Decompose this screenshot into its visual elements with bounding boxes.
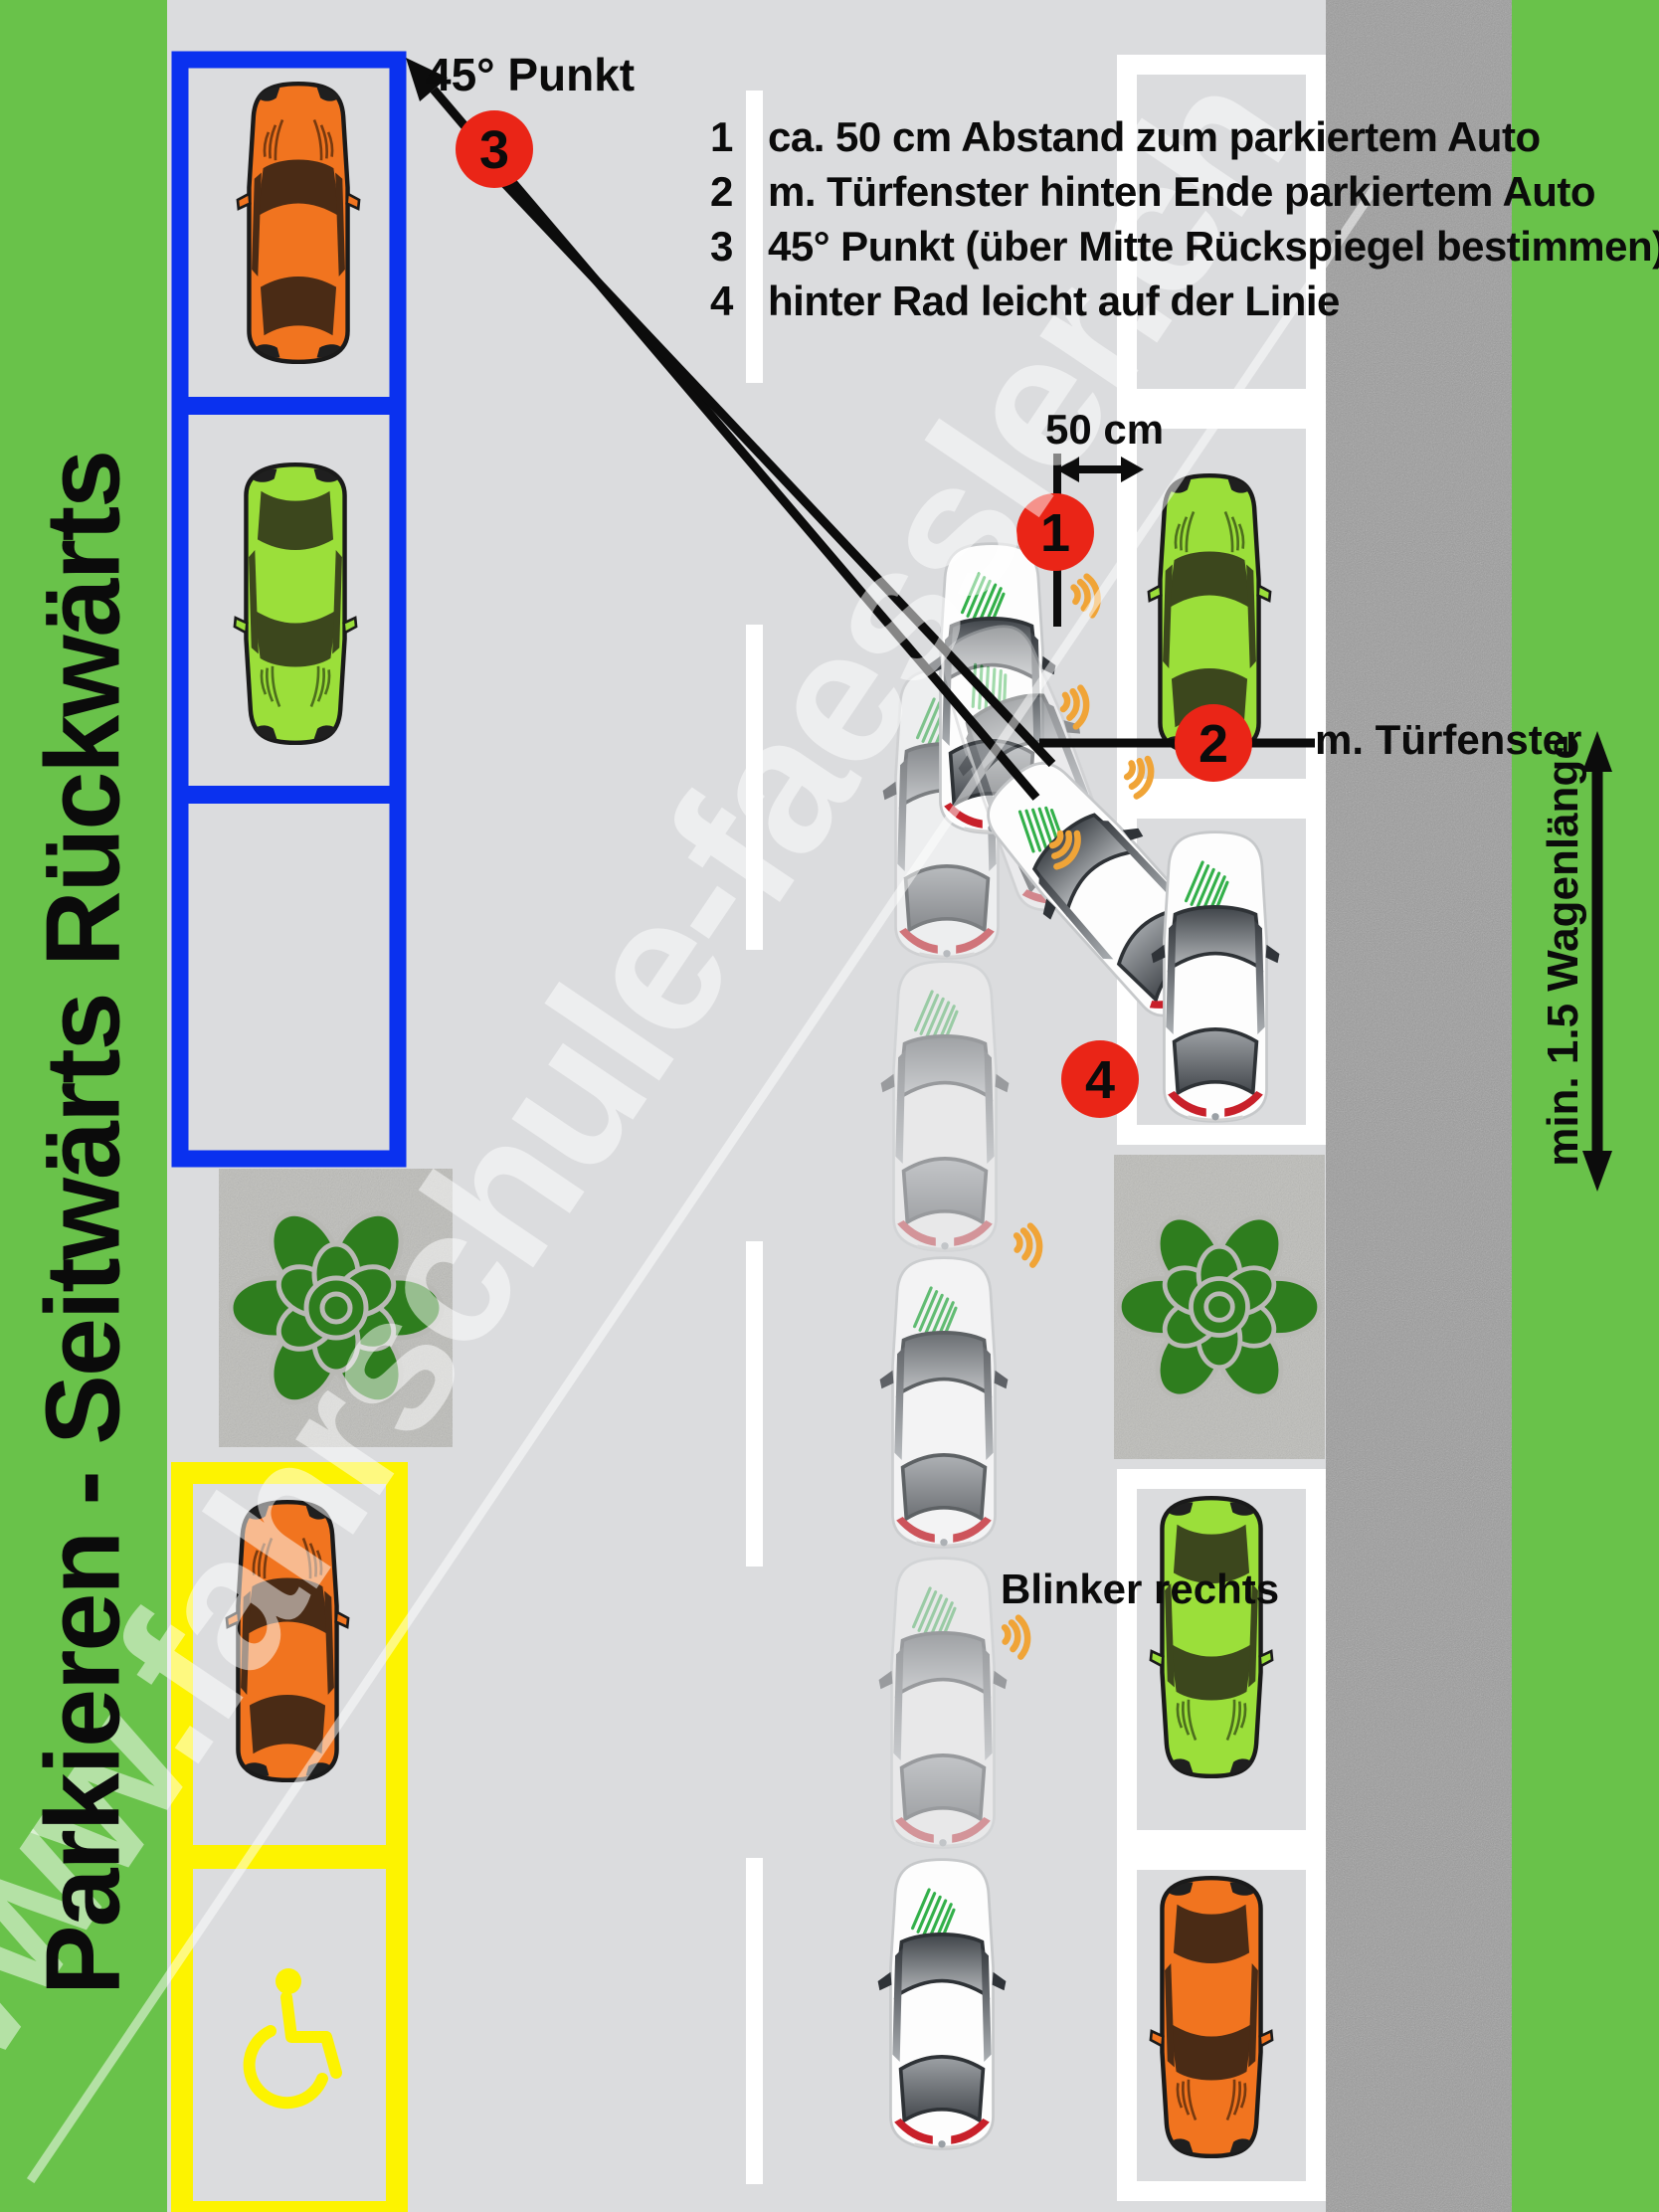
label-blinker-rechts: Blinker rechts <box>1001 1566 1280 1612</box>
step-markers: 1 2 3 4 <box>456 110 1252 1118</box>
marker-number: 1 <box>1040 503 1070 563</box>
grass-strip-right <box>1512 0 1659 2212</box>
marker-number: 4 <box>1085 1050 1115 1110</box>
school-ghost-approach-3 <box>877 1255 1011 1550</box>
marker-number: 2 <box>1198 714 1228 774</box>
marker-circle <box>1061 1040 1139 1118</box>
school-ghost-approach-1 <box>875 1857 1009 2151</box>
center-lane-dashes <box>746 91 763 2184</box>
marker-3: 3 <box>456 110 533 188</box>
bush-right <box>1114 1155 1325 1459</box>
car-orange-left-bottom <box>227 1502 348 1780</box>
marker-circle <box>1175 704 1252 782</box>
arrowhead-50cm-right <box>1121 457 1144 482</box>
legend-num: 1 <box>710 113 733 160</box>
marker-circle <box>1016 493 1094 571</box>
arrowhead-length-top <box>1582 731 1612 772</box>
asphalt-road <box>1326 0 1512 2212</box>
lane-dash <box>746 91 763 383</box>
yellow-parking-bay <box>171 1462 408 2212</box>
arrowhead-45deg <box>406 58 448 101</box>
legend-item-1: 1 ca. 50 cm Abstand zum parkiertem Auto <box>710 109 1659 164</box>
car-orange-left-top <box>238 84 359 362</box>
label-wagenlaenge: min. 1.5 Wagenlänge <box>1539 735 1587 1167</box>
arrowhead-50cm-left <box>1056 457 1079 482</box>
bush-left <box>219 1169 453 1447</box>
school-ghost-approach-4 <box>878 959 1012 1253</box>
legend-text: m. Türfenster hinten Ende parkiertem Aut… <box>768 168 1596 215</box>
marker-circle <box>456 110 533 188</box>
guide-lines <box>406 58 1612 1192</box>
marker-number: 3 <box>479 120 509 180</box>
school-car-parked-final <box>1149 830 1282 1124</box>
legend-text: hinter Rad leicht auf der Linie <box>768 277 1340 324</box>
lane-dash <box>746 1858 763 2184</box>
page-title: Parkieren - Seitwärts Rückwärts <box>24 451 142 1996</box>
grass-strip-left <box>0 0 167 2212</box>
marker-4: 4 <box>1061 1040 1139 1118</box>
marker-1: 1 <box>1016 493 1094 571</box>
legend-item-4: 4 hinter Rad leicht auf der Linie <box>710 274 1659 328</box>
car-green-right-bottom <box>1151 1498 1272 1776</box>
label-45-punkt: 45° Punkt <box>426 49 636 100</box>
right-parking-cells <box>1117 55 1326 2201</box>
legend-num: 2 <box>710 168 733 215</box>
legend-text: 45° Punkt (über Mitte Rückspiegel bestim… <box>768 223 1659 270</box>
legend-item-3: 3 45° Punkt (über Mitte Rückspiegel best… <box>710 219 1659 274</box>
legend-text: ca. 50 cm Abstand zum parkiertem Auto <box>768 113 1541 160</box>
school-ghost-approach-2 <box>876 1556 1010 1850</box>
car-green-left <box>235 464 356 743</box>
lane-dash <box>746 1241 763 1567</box>
legend-item-2: 2 m. Türfenster hinten Ende parkiertem A… <box>710 164 1659 219</box>
label-tuerfenster: m. Türfenster <box>1315 716 1582 763</box>
legend-num: 4 <box>710 277 733 324</box>
arrowhead-length-bottom <box>1582 1151 1612 1192</box>
legend: 1 ca. 50 cm Abstand zum parkiertem Auto … <box>710 109 1659 328</box>
marker-2: 2 <box>1175 704 1252 782</box>
label-50cm: 50 cm <box>1045 406 1165 453</box>
blue-parking-bay <box>171 51 407 1168</box>
legend-num: 3 <box>710 223 733 270</box>
car-orange-right-bottom <box>1151 1878 1272 2156</box>
lane-dash <box>746 625 763 950</box>
